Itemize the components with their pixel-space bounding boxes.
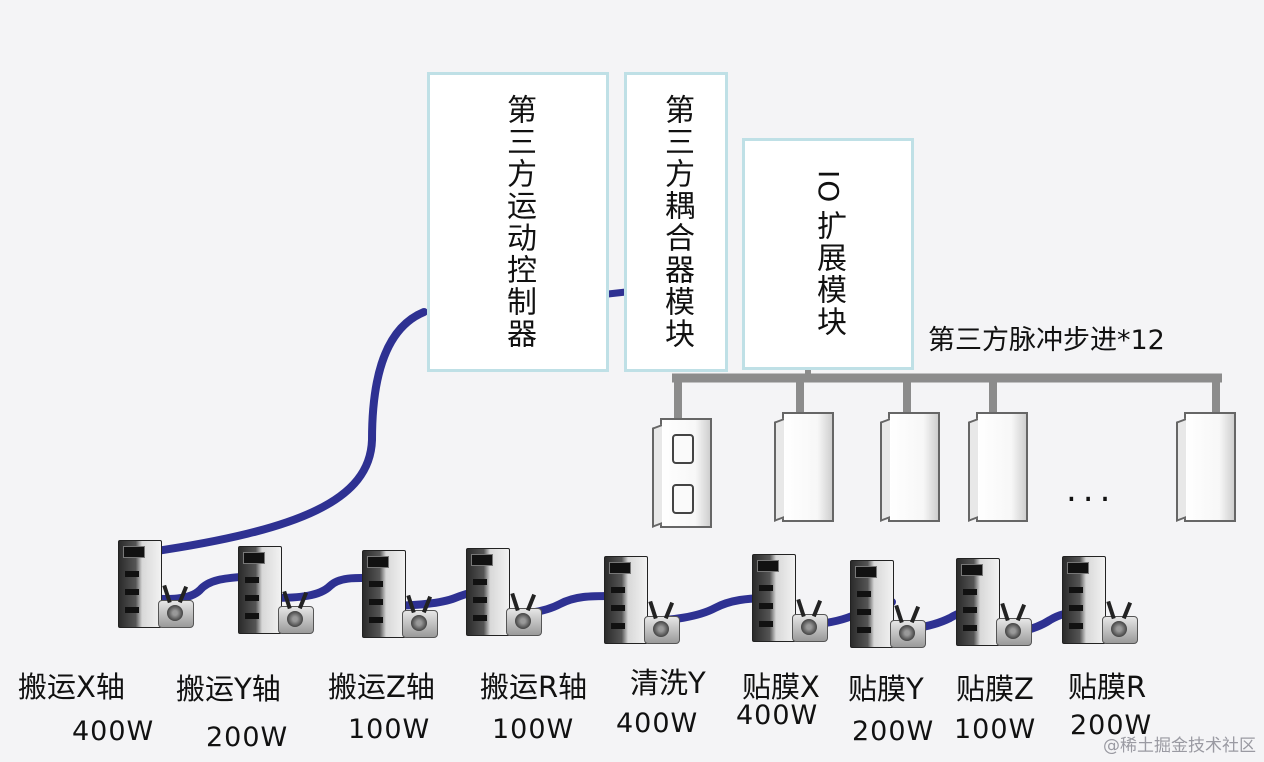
axis-power-3: 100W: [492, 714, 575, 745]
axis-power-0: 400W: [72, 716, 155, 747]
servo-motor: [278, 590, 314, 634]
io-module-prefix: IO: [812, 169, 845, 205]
axis-label-1: 搬运Y轴: [176, 672, 281, 706]
stepper-group-label: 第三方脉冲步进*12: [928, 325, 1165, 356]
axis-label-0: 搬运X轴: [18, 670, 125, 704]
servo-motor: [158, 584, 194, 628]
controller-coupler-link: [607, 288, 627, 298]
watermark: @稀土掘金技术社区: [1103, 736, 1256, 756]
stepper-drive: [1184, 412, 1236, 522]
axis-label-6: 贴膜Y: [848, 672, 924, 706]
axis-label-7: 贴膜Z: [956, 672, 1034, 706]
servo-drive: [604, 556, 648, 644]
axis-power-6: 200W: [852, 716, 935, 747]
motion-controller-label: 第三方运动控制器: [501, 94, 536, 350]
stepper-drive: [976, 412, 1028, 522]
servo-motor: [890, 604, 926, 648]
axis-power-8: 200W: [1070, 710, 1153, 741]
servo-drive: [956, 558, 1000, 646]
io-module-label: IO 扩展模块: [811, 169, 846, 339]
stepper-drive: [888, 412, 940, 522]
axis-label-8: 贴膜R: [1068, 670, 1147, 704]
io-module-box: IO 扩展模块: [742, 138, 914, 370]
servo-motor: [1102, 600, 1138, 644]
servo-drive: [362, 550, 406, 638]
axis-label-2: 搬运Z轴: [328, 670, 435, 704]
servo-motor: [644, 600, 680, 644]
servo-drive: [1062, 556, 1106, 644]
servo-motor: [792, 598, 828, 642]
coupler-module-label: 第三方耦合器模块: [659, 94, 694, 350]
stepper-drive: [660, 418, 712, 528]
servo-drive: [752, 554, 796, 642]
servo-drive: [466, 548, 510, 636]
chain-cable-1: [136, 572, 256, 604]
axis-power-1: 200W: [206, 722, 289, 753]
motion-controller-box: 第三方运动控制器: [427, 72, 609, 372]
servo-drive: [118, 540, 162, 628]
axis-label-3: 搬运R轴: [480, 670, 588, 704]
servo-motor: [996, 602, 1032, 646]
coupler-module-box: 第三方耦合器模块: [624, 72, 728, 372]
servo-motor: [402, 594, 438, 638]
more-steppers-ellipsis: ...: [1066, 470, 1117, 510]
axis-label-5: 贴膜X: [742, 670, 820, 704]
axis-power-4: 400W: [616, 708, 699, 739]
stepper-drive: [782, 412, 834, 522]
axis-power-2: 100W: [348, 714, 431, 745]
servo-drive: [238, 546, 282, 634]
axis-power-5: 400W: [736, 700, 819, 731]
controller-cable: [146, 308, 428, 556]
servo-motor: [506, 592, 542, 636]
axis-label-4: 清洗Y: [630, 666, 706, 700]
io-module-rest: 扩展模块: [811, 210, 846, 339]
servo-drive: [850, 560, 894, 648]
axis-power-7: 100W: [954, 714, 1037, 745]
